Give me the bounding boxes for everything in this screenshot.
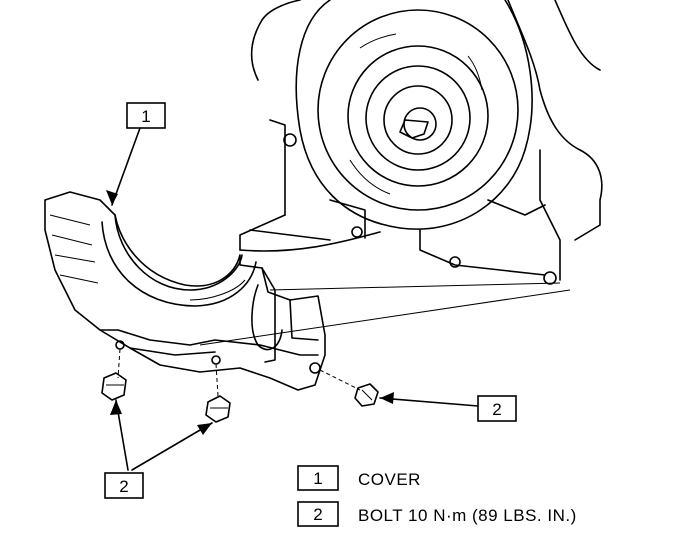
- leader-lines: [106, 127, 479, 471]
- transmission-case: [419, 0, 603, 285]
- flywheel-cover: [44, 191, 361, 397]
- bolt-right: [354, 383, 379, 407]
- callout-1-top: 1: [126, 102, 166, 129]
- pan-rail-line: [199, 289, 571, 346]
- pan-rail-line-2: [269, 282, 561, 291]
- legend-item-bolt: 2 BOLT 10 N·m (89 LBS. IN.): [297, 501, 577, 527]
- legend: 1 COVER 2 BOLT 10 N·m (89 LBS. IN.): [297, 465, 577, 527]
- callout-2-bottom: 2: [104, 472, 144, 499]
- bolt-center: [205, 395, 231, 423]
- callout-2-right: 2: [477, 395, 517, 422]
- callout-number: 2: [492, 400, 501, 419]
- callout-number: 2: [119, 477, 128, 496]
- legend-item-cover: 1 COVER: [297, 465, 421, 491]
- engine-block: [239, 19, 381, 252]
- torque-converter: [261, 0, 533, 230]
- bolt-left: [101, 372, 127, 401]
- legend-number: 1: [313, 469, 322, 488]
- legend-text: COVER: [358, 470, 421, 489]
- arrow-head-icon: [106, 190, 118, 205]
- arrow-head-icon: [380, 392, 394, 404]
- legend-number: 2: [313, 505, 322, 524]
- callout-number: 1: [141, 107, 150, 126]
- arrow-head-icon: [197, 423, 212, 435]
- arrow-head-icon: [110, 400, 122, 415]
- legend-text: BOLT 10 N·m (89 LBS. IN.): [358, 506, 577, 525]
